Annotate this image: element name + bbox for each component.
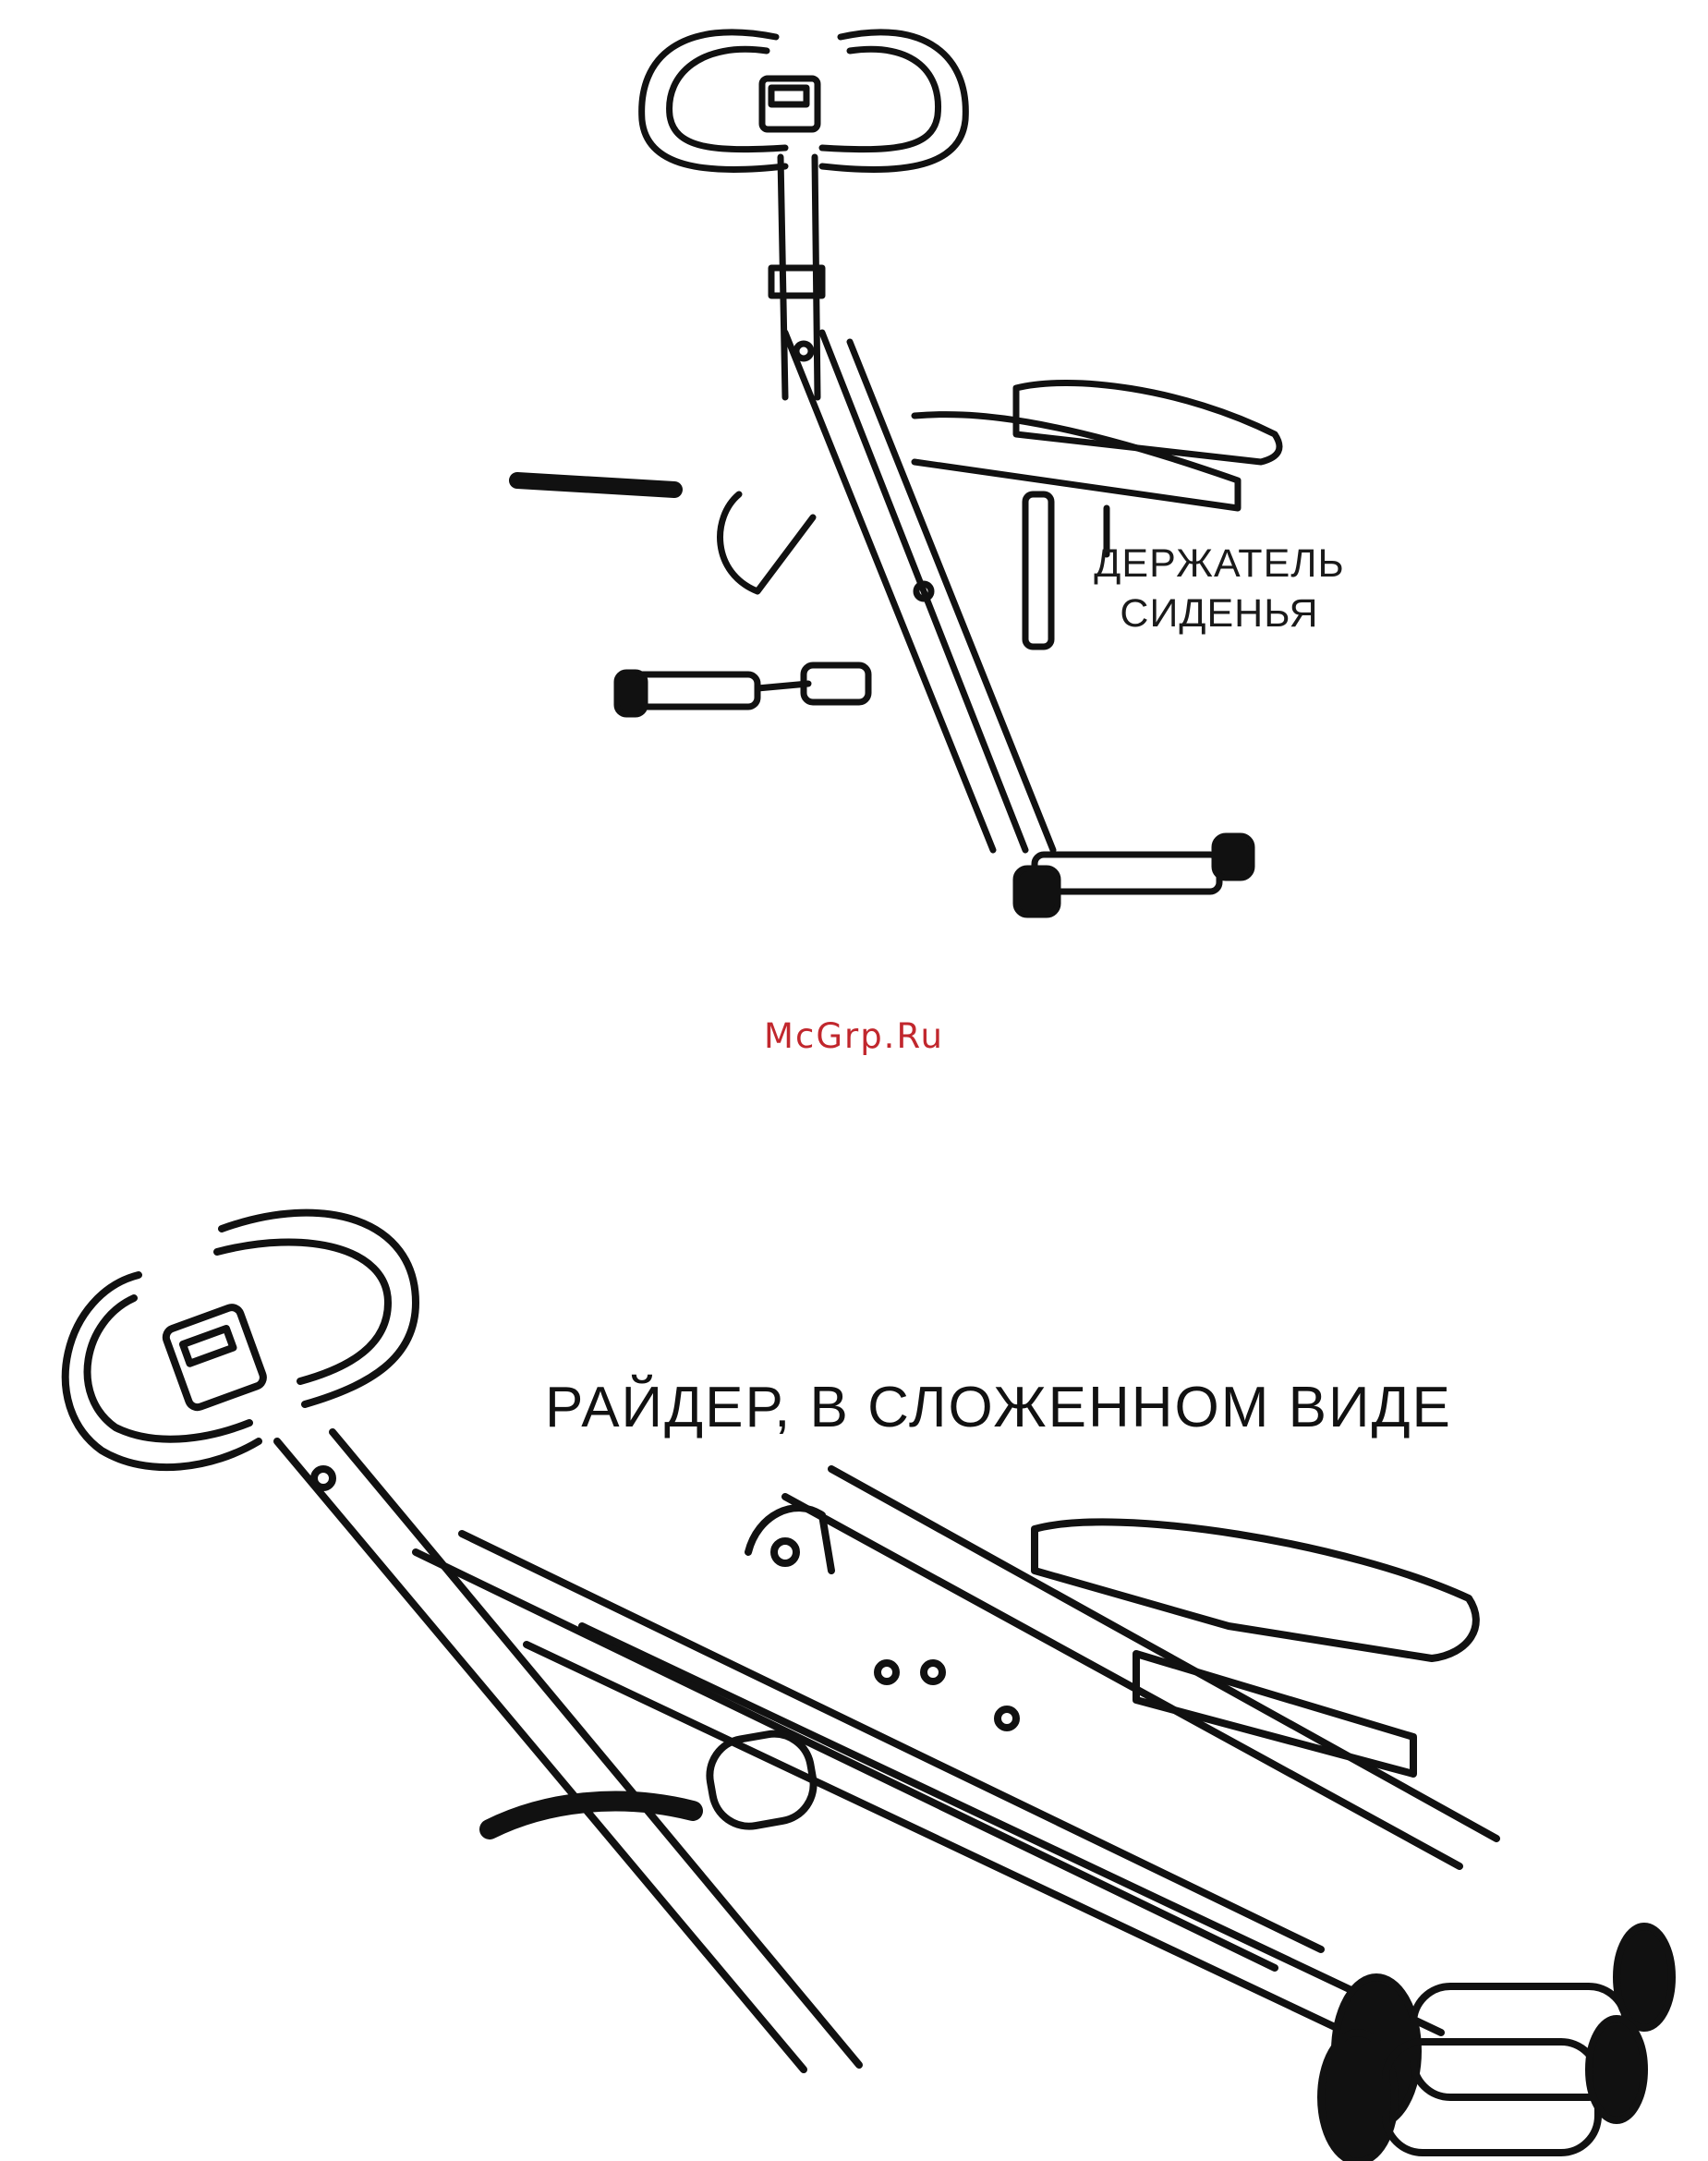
seat-holder-label-line1: ДЕРЖАТЕЛЬ (1072, 539, 1367, 589)
seat-holder-label: ДЕРЖАТЕЛЬ СИДЕНЬЯ (1072, 539, 1367, 638)
watermark: McGrp.Ru (0, 1016, 1708, 1056)
rider-folded-drawing (28, 1164, 1681, 2156)
rider-unfolded-drawing (573, 0, 1330, 924)
seat-holder-label-line2: СИДЕНЬЯ (1072, 589, 1367, 638)
folded-rider-caption: РАЙДЕР, В СЛОЖЕННОМ ВИДЕ (545, 1375, 1452, 1440)
